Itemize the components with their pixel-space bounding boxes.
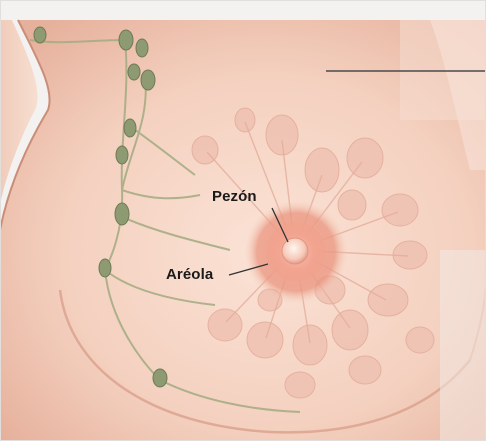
areola-label: Aréola [166, 266, 213, 283]
nipple [282, 238, 308, 264]
nipple-label: Pezón [212, 188, 257, 205]
